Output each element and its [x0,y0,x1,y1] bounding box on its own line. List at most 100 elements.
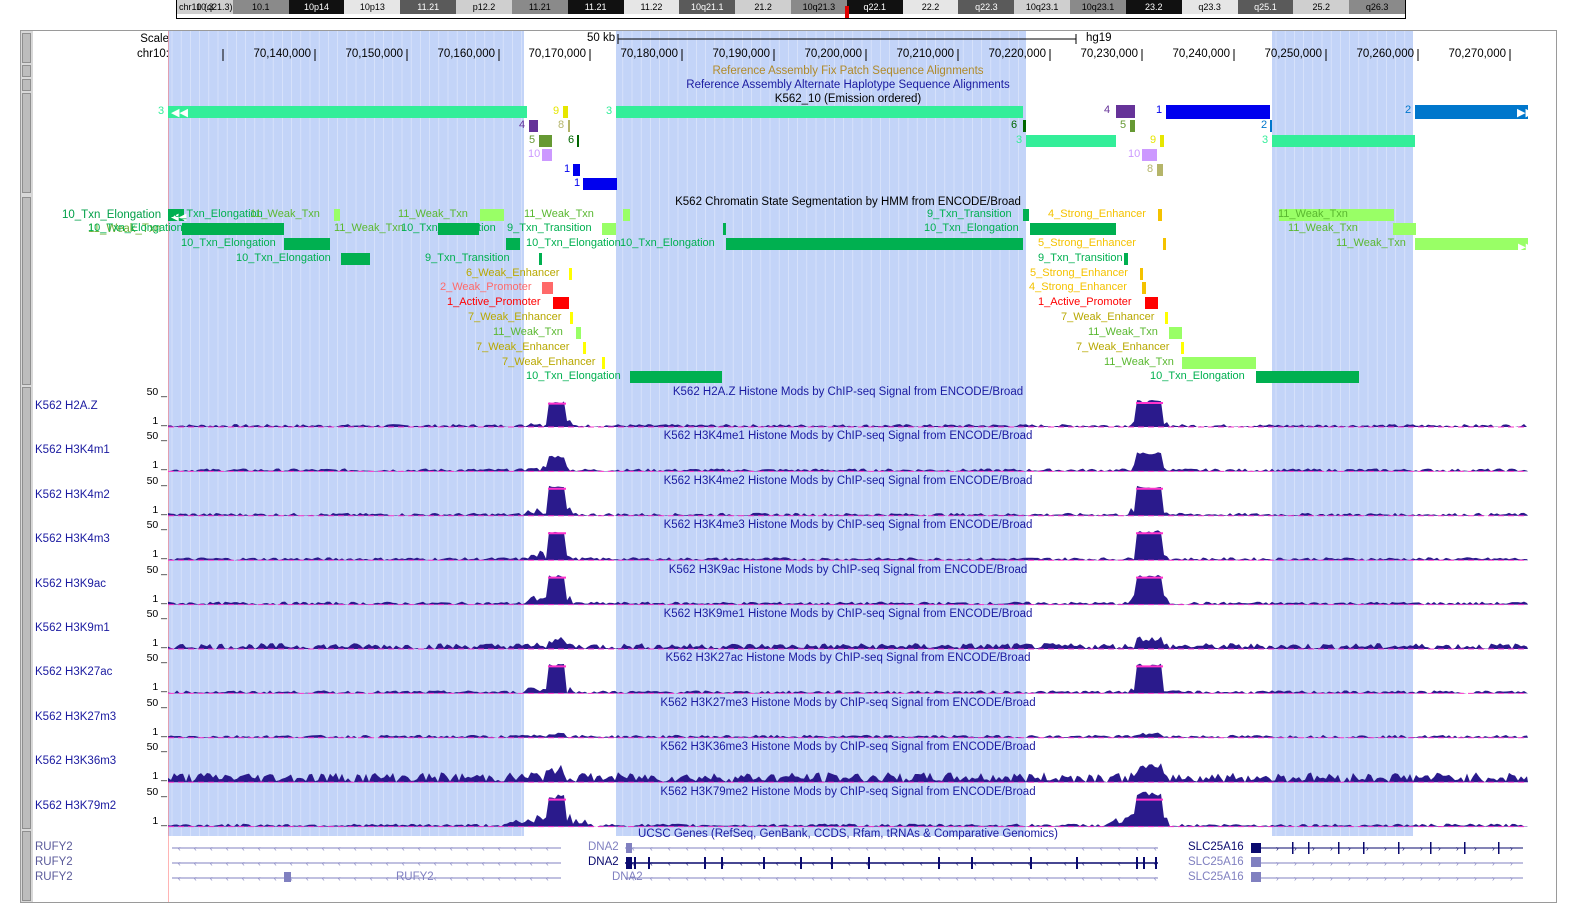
emission-state-label: 3 [606,105,613,117]
exon [1143,857,1145,869]
chromhmm-track-button[interactable] [22,197,31,385]
strand-chevron: ‹ [514,844,517,853]
chromhmm-state-block [334,209,340,221]
chromhmm-state-block [168,209,184,221]
strand-chevron: ‹ [758,874,761,883]
strand-chevron: ‹ [274,844,277,853]
histone-signal [168,763,1528,783]
chromhmm-state-block [1256,371,1359,383]
exon [1398,842,1400,854]
exon [1292,842,1294,854]
gene-name-left[interactable]: RUFY2 [35,871,73,883]
strand-chevron: ‹ [992,859,995,868]
strand-chevron: ‹ [704,844,707,853]
ruler-track-button[interactable] [22,33,31,63]
y-axis-min-label: 1 _ [152,814,167,827]
signal-track-label[interactable]: K562 H3K79m2 [35,799,117,812]
strand-chevron: ‹ [1136,844,1139,853]
strand-chevron: ‹ [530,874,533,883]
signal-track-label[interactable]: K562 H3K27ac [35,666,113,679]
signal-track-label[interactable]: K562 H3K9ac [35,577,106,590]
strand-chevron: ‹ [1100,874,1103,883]
chromhmm-state-label: 7_Weak_Enhancer [476,341,570,353]
exon [763,857,765,869]
chromhmm-state-label: 11_Weak_Txn [1104,356,1174,368]
exon [1136,857,1138,869]
emission-state-block [1116,105,1135,118]
highlight-region [168,31,524,836]
exon [1363,842,1365,854]
strand-chevron: ‹ [226,874,229,883]
chromhmm-state-label: 10_Txn_Elongation [181,237,276,249]
strand-chevron: ‹ [546,874,549,883]
signal-track-label[interactable]: K562 H2A.Z [35,400,98,412]
emission-track-button[interactable] [22,93,31,193]
strand-chevron: ‹ [632,859,635,868]
strand-chevron: ‹ [632,844,635,853]
chromhmm-state-block [1181,342,1184,354]
strand-chevron: › [1276,844,1279,853]
chromhmm-state-label: 10_Txn_Elongation [924,222,1019,234]
chromhmm-state-label: 4_Strong_Enhancer [1029,281,1127,293]
strand-chevron: ‹ [1118,859,1121,868]
chromhmm-state-block [576,327,581,339]
chromhmm-state-label: 9_Txn_Transition [507,222,592,234]
strand-chevron: › [1366,859,1369,868]
histone-tracks-button[interactable] [22,387,31,829]
strand-chevron: ‹ [274,859,277,868]
signal-track-label[interactable]: K562 H3K4m1 [35,444,110,457]
emission-state-label: 4 [1104,104,1111,116]
strand-chevron: ‹ [242,874,245,883]
strand-chevron: ‹ [482,874,485,883]
signal-track-label[interactable]: K562 H3K36m3 [35,755,117,768]
strand-chevron: ‹ [402,859,405,868]
strand-chevron: › [1510,874,1513,883]
strand-chevron: ‹ [866,859,869,868]
strand-chevron: ‹ [974,874,977,883]
exon [284,872,291,882]
strand-chevron: › [1348,844,1351,853]
ideogram-band: p12.2 [456,0,512,14]
gene-name-left[interactable]: RUFY2 [35,856,73,868]
strand-chevron: ‹ [434,844,437,853]
chromhmm-track-title: K562 Chromatin State Segmentation by HMM… [675,196,1021,208]
gene-name-inline: SLC25A16 [1188,871,1244,883]
strand-chevron: ‹ [450,859,453,868]
gene-name-left[interactable]: RUFY2 [35,841,73,853]
strand-chevron: ‹ [402,874,405,883]
signal-track-label[interactable]: K562 H3K4m3 [35,533,110,546]
signal-track-label[interactable]: K562 H3K9m1 [35,622,110,634]
exon [831,857,833,869]
coordinate-label: 70,200,000 [804,48,862,60]
exon [1076,857,1078,869]
strand-chevron: ‹ [776,859,779,868]
fix-patch-track-button[interactable] [22,65,31,77]
ideogram-band: q22.3 [958,0,1015,14]
chromhmm-state-block [583,342,586,354]
strand-chevron: ‹ [210,859,213,868]
alt-haplotype-track-button[interactable] [22,79,31,91]
strand-chevron: ‹ [354,859,357,868]
chromhmm-state-label: 4_Strong_Enhancer [1048,208,1146,220]
strand-chevron: ‹ [704,874,707,883]
fix-patch-track-title: Reference Assembly Fix Patch Sequence Al… [712,65,984,77]
strand-chevron: ‹ [1100,859,1103,868]
emission-state-label: 2 [1405,104,1412,116]
ucsc-genes-track-button[interactable] [22,831,31,901]
signal-track-label[interactable]: K562 H3K27m3 [35,710,117,723]
y-axis-max-label: 50 _ [146,696,167,709]
ideogram-band: q23.3 [1181,0,1238,14]
strand-chevron: › [1510,859,1513,868]
y-axis-min-label: 1 _ [152,503,167,516]
chromhmm-state-block [438,223,479,235]
strand-chevron: ‹ [848,874,851,883]
strand-chevron: ‹ [466,859,469,868]
signal-track-label[interactable]: K562 H3K4m2 [35,488,110,501]
exon [1464,842,1466,854]
chromhmm-state-label: 1_Active_Promoter [1038,296,1132,308]
signal-track-title: K562 H2A.Z Histone Mods by ChIP-seq Sign… [672,386,1024,398]
coordinate-label: 70,240,000 [1172,48,1230,60]
track-data-area[interactable]: ◀◀▶▶◀◀▶▶‹‹‹‹‹‹‹‹‹‹‹‹‹‹‹‹‹‹‹‹‹‹‹‹‹‹‹‹‹‹‹‹… [62,31,1556,902]
